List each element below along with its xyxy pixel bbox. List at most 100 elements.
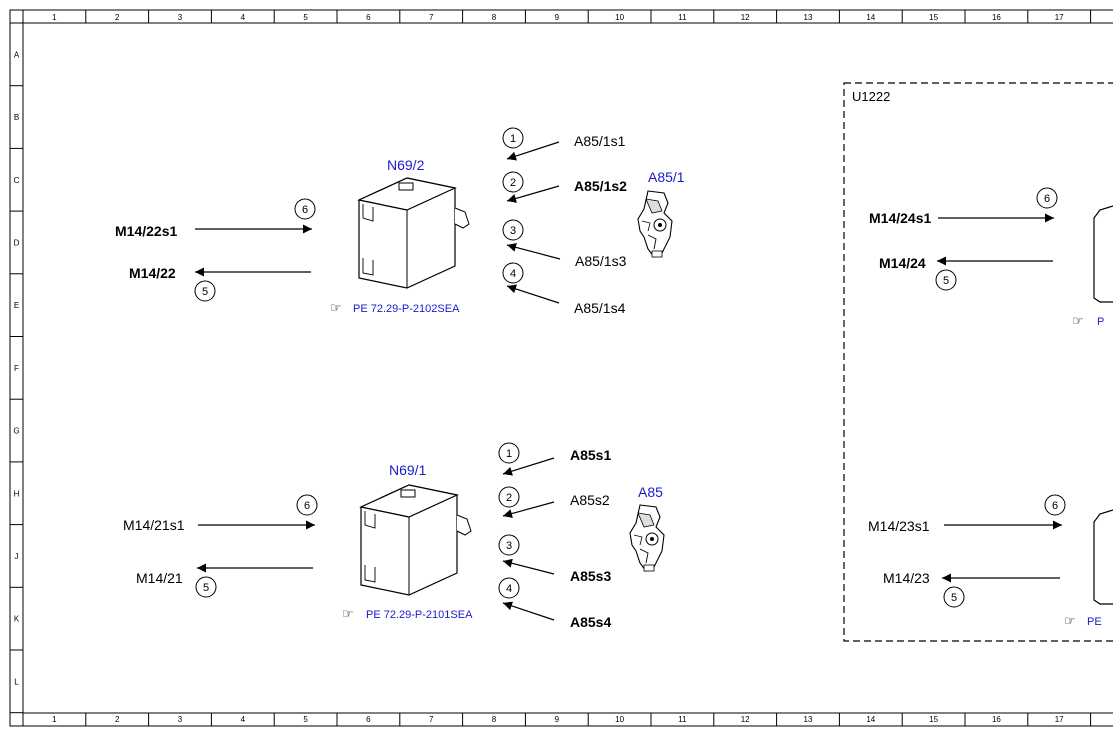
switch-num-circle [498,486,520,508]
control-module-upper [358,177,470,289]
row-letter: L [14,677,19,686]
column-number: 7 [429,715,434,724]
reference-link-right-upper[interactable]: ☞ P [1072,314,1104,329]
reference-link-right-lower[interactable]: ☞ PE [1064,614,1102,629]
in-num-lower: 5 [203,582,209,594]
column-number: 6 [366,13,371,22]
out-num-right-lower: 6 [1052,500,1058,512]
column-ruler: 1122334455667788991010111112121313141415… [22,10,1092,726]
switch-arrow [506,185,560,203]
column-number: 10 [615,715,624,724]
out-num-circle-right-upper [1036,187,1058,209]
out-num-upper: 6 [302,204,308,216]
switch-num: 4 [510,268,516,280]
pointing-hand-icon: ☞ [1064,614,1076,629]
switch-num-circle [502,262,524,284]
out-num-circle-right-lower [1044,494,1066,516]
column-number: 15 [929,13,938,22]
door-lock-icon [629,504,665,572]
switch-num: 2 [506,492,512,504]
column-number: 8 [492,715,497,724]
column-number: 13 [804,715,813,724]
switch-arrow [506,242,561,260]
column-number: 12 [741,13,750,22]
column-number: 3 [178,13,183,22]
column-number: 17 [1055,13,1064,22]
reference-text-upper[interactable]: PE 72.29-P-2102SEA [353,303,460,315]
reference-link-lower[interactable]: ☞ PE 72.29-P-2101SEA [342,607,473,622]
column-number: 8 [492,13,497,22]
column-number: 5 [303,13,308,22]
out-signal-label-upper: M14/22s1 [115,223,177,239]
pointing-hand-icon: ☞ [1072,314,1084,329]
group-label: U1222 [852,89,890,104]
column-number: 13 [804,13,813,22]
control-module-right-lower [1093,509,1113,605]
reference-text-right-lower[interactable]: PE [1087,616,1102,628]
switch-label: A85s3 [570,568,611,584]
column-number: 9 [555,715,560,724]
column-number: 11 [678,715,687,724]
in-num-circle-lower [195,576,217,598]
switch-num-circle [498,577,520,599]
switch-num: 2 [510,177,516,189]
column-number: 6 [366,715,371,724]
column-number: 16 [992,13,1001,22]
row-letter: G [13,427,19,436]
switch-num-circle [498,534,520,556]
out-signal-label-right-upper: M14/24s1 [869,210,931,226]
switch-num-circle [502,171,524,193]
column-number: 4 [241,715,246,724]
reference-text-lower[interactable]: PE 72.29-P-2101SEA [366,609,473,621]
switch-arrow [502,501,555,518]
column-number: 17 [1055,715,1064,724]
in-signal-label-right-upper: M14/24 [879,255,926,271]
switch-label: A85/1s4 [574,300,626,316]
in-num-right-upper: 5 [943,275,949,287]
control-module-right-upper [1093,205,1113,303]
column-number: 1 [52,13,57,22]
row-letter: C [14,176,20,185]
switch-num: 3 [506,540,512,552]
switch-num-circle [502,127,524,149]
switch-arrow [502,457,555,476]
row-letter: F [14,364,19,373]
pointing-hand-icon: ☞ [330,301,342,316]
switch-label: A85s1 [570,447,611,463]
in-signal-label-upper: M14/22 [129,265,176,281]
switch-num: 4 [506,583,512,595]
column-number: 16 [992,715,1001,724]
pointing-hand-icon: ☞ [342,607,354,622]
lock-label-upper: A85/1 [648,169,685,185]
switch-arrow [506,141,560,161]
switch-arrow [502,601,555,621]
in-signal-label-lower: M14/21 [136,570,183,586]
column-number: 2 [115,13,120,22]
column-number: 4 [241,13,246,22]
switch-num: 1 [506,448,512,460]
control-module-lower [360,484,472,596]
column-number: 15 [929,715,938,724]
out-num-circle-lower [296,494,318,516]
column-number: 11 [678,13,687,22]
in-signal-label-right-lower: M14/23 [883,570,930,586]
reference-text-right-upper[interactable]: P [1097,316,1104,328]
door-lock-icon [637,190,673,258]
switch-label: A85/1s2 [574,178,627,194]
column-number: 9 [555,13,560,22]
row-letter: H [14,489,20,498]
row-letter: D [14,238,20,247]
switch-num: 1 [510,133,516,145]
row-letter: A [14,50,20,59]
module-label-upper: N69/2 [387,157,425,173]
switch-label: A85/1s3 [575,253,627,269]
reference-link-upper[interactable]: ☞ PE 72.29-P-2102SEA [330,301,460,316]
switch-num: 3 [510,225,516,237]
in-num-circle-right-lower [943,586,965,608]
out-signal-label-right-lower: M14/23s1 [868,518,930,534]
switch-num-circle [502,219,524,241]
column-number: 10 [615,13,624,22]
in-num-upper: 5 [202,286,208,298]
row-letter: B [14,113,19,122]
